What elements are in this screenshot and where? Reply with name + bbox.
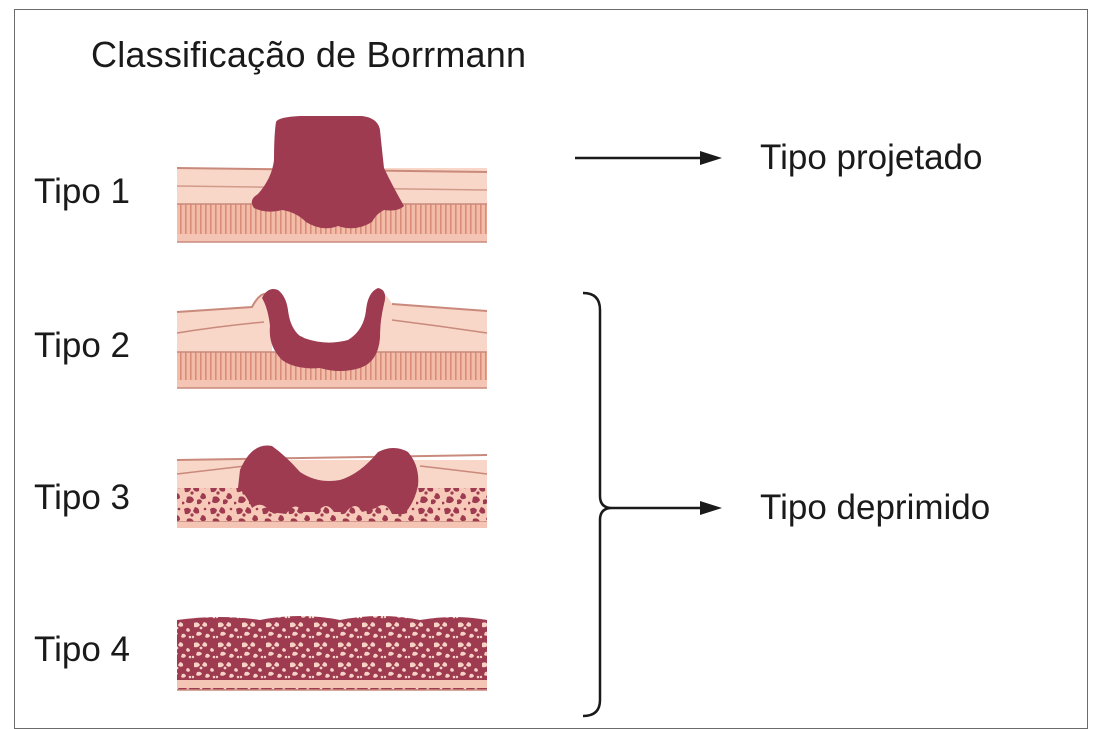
tipo-2-mucosa bbox=[177, 292, 487, 352]
row-label-tipo-2: Tipo 2 bbox=[34, 326, 130, 365]
row-label-tipo-1: Tipo 1 bbox=[34, 172, 130, 211]
tipo-3-illustration bbox=[176, 445, 488, 528]
depressed-bracket bbox=[582, 291, 613, 718]
tipo-1-tumor bbox=[251, 116, 404, 229]
diagram-title: Classificação de Borrmann bbox=[91, 34, 527, 75]
tipo-2-tumor bbox=[262, 288, 386, 371]
tipo-4-infiltration bbox=[177, 616, 487, 690]
category-label-projected: Tipo projetado bbox=[760, 138, 983, 177]
tipo-4-illustration bbox=[177, 616, 487, 691]
category-label-depressed: Tipo deprimido bbox=[760, 488, 991, 527]
row-label-tipo-4: Tipo 4 bbox=[34, 630, 130, 669]
tipo-3-tumor bbox=[238, 445, 419, 514]
row-label-tipo-3: Tipo 3 bbox=[34, 478, 130, 517]
tipo-2-illustration bbox=[176, 288, 488, 389]
tipo-1-illustration bbox=[176, 116, 488, 243]
depressed-arrow bbox=[612, 501, 722, 515]
projected-arrow bbox=[575, 151, 722, 165]
